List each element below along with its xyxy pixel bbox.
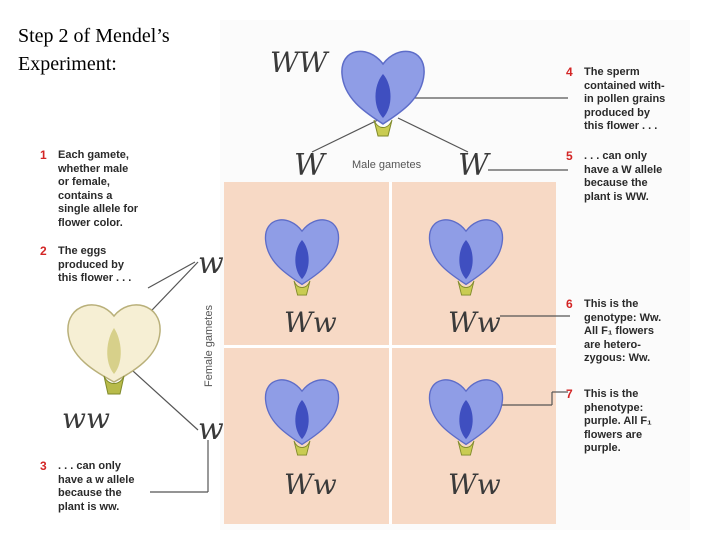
note-text: Each gamete, whether male or female, con… <box>58 149 139 229</box>
offspring-genotype: Ww <box>284 468 337 501</box>
offspring-flower-icon <box>264 379 340 456</box>
offspring-flower-icon <box>428 379 504 456</box>
slide-title: Step 2 of Mendel’s Experiment: <box>18 25 170 75</box>
male-parent-genotype: WW <box>270 46 328 79</box>
punnett-divider-vertical <box>389 182 392 524</box>
male-gamete-right: W <box>458 148 489 183</box>
note-text: The eggs produced by this flower . . . <box>58 245 132 284</box>
note-text: The sperm contained with- in pollen grai… <box>584 66 666 132</box>
female-parent-flower-icon <box>67 304 161 395</box>
offspring-genotype: Ww <box>448 468 501 501</box>
female-gamete-bottom: w <box>198 412 224 447</box>
offspring-flower-icon <box>264 219 340 296</box>
note-number: 3 <box>40 459 47 473</box>
note-text: . . . can only have a W allele because t… <box>584 150 663 203</box>
note-number: 4 <box>566 65 573 79</box>
offspring-genotype: Ww <box>448 306 501 339</box>
note-number: 1 <box>40 148 47 162</box>
male-gamete-left: W <box>294 148 325 183</box>
note-text: . . . can only have a w allele because t… <box>58 460 135 513</box>
note-text: This is the phenotype: purple. All F₁ fl… <box>584 388 652 454</box>
offspring-genotype: Ww <box>284 306 337 339</box>
note-number: 2 <box>40 244 47 258</box>
note-text: This is the genotype: Ww. All F₁ flowers… <box>584 298 662 364</box>
punnett-divider-horizontal <box>224 345 556 348</box>
male-gametes-label: Male gametes <box>352 159 422 171</box>
note-number: 6 <box>566 297 573 311</box>
female-gamete-top: w <box>198 246 224 281</box>
note-number: 7 <box>566 387 573 401</box>
male-parent-flower-icon <box>341 50 425 137</box>
female-parent-genotype: ww <box>62 402 110 435</box>
note-number: 5 <box>566 149 573 163</box>
female-gametes-label: Female gametes <box>203 305 215 387</box>
offspring-flower-icon <box>428 219 504 296</box>
